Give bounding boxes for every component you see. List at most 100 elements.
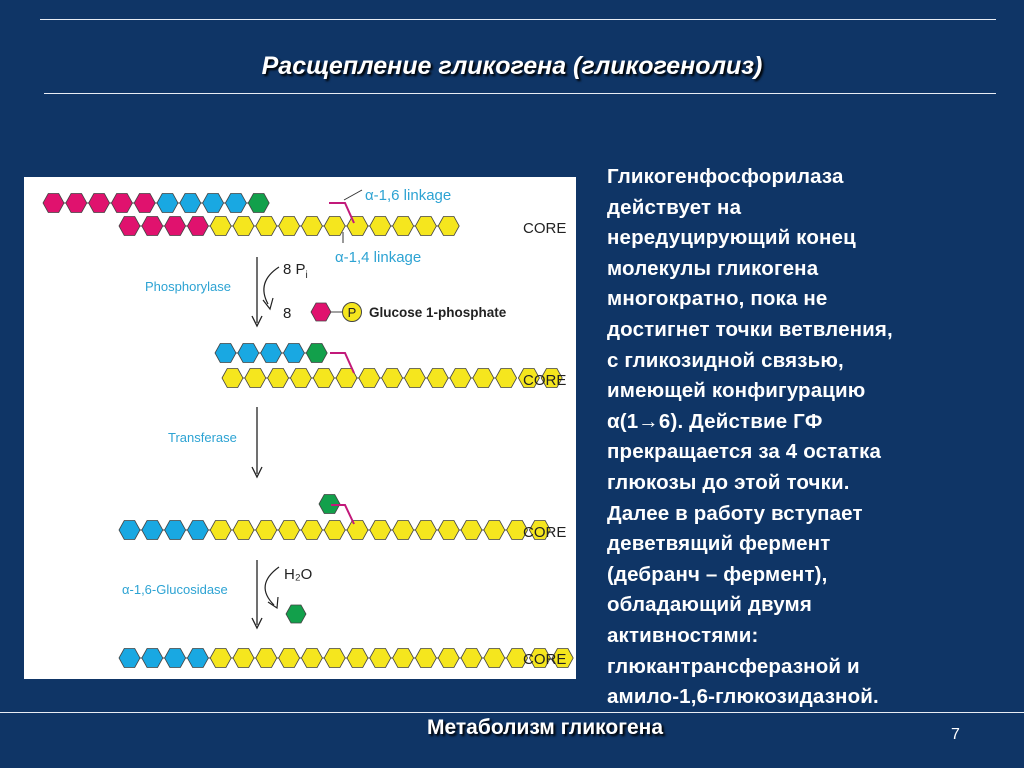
- glucose-unit: [156, 193, 179, 213]
- slide-title: Расщепление гликогена (гликогенолиз): [261, 52, 763, 80]
- glucosidase-side-curve: [264, 566, 280, 606]
- glucose-unit: [414, 648, 437, 668]
- glucose-unit: [42, 193, 65, 213]
- glucose-unit: [300, 648, 323, 668]
- glucose-unit: [551, 648, 574, 668]
- released-glucose-unit: [310, 302, 332, 322]
- glucose-unit: [186, 216, 209, 236]
- core-label: CORE: [523, 372, 566, 389]
- glucose-unit: [346, 216, 369, 236]
- glucose-unit: [110, 193, 133, 213]
- core-label: CORE: [523, 220, 566, 237]
- glucose-unit: [209, 216, 232, 236]
- glucose-unit: [232, 648, 255, 668]
- glucose-unit: [392, 216, 415, 236]
- glucose-unit: [237, 343, 260, 363]
- orthophosphate-count: 8 Pi: [283, 261, 308, 281]
- phosphorylase-arrowhead: [251, 315, 263, 328]
- glucose-unit: [392, 648, 415, 668]
- glucose-unit: [346, 648, 369, 668]
- glucose-unit: [255, 216, 278, 236]
- footer-title: Метаболизм гликогена: [427, 716, 663, 739]
- glucose-unit: [202, 193, 225, 213]
- phosphate-icon: [342, 302, 362, 322]
- product-count: 8: [283, 305, 291, 322]
- diagram-canvas: α-1,6 linkage α-1,4 linkage Phosphorylas…: [42, 187, 574, 668]
- glucose-unit: [414, 520, 437, 540]
- glucosidase-label: α-1,6-Glucosidase: [122, 582, 228, 597]
- glucose-unit: [224, 193, 247, 213]
- glucose-unit: [141, 520, 164, 540]
- glucose-unit: [289, 368, 312, 388]
- phosphate-symbol: P: [348, 305, 357, 320]
- glucose-unit: [495, 368, 518, 388]
- stage3-linkage-line: [331, 504, 355, 525]
- core-label: CORE: [523, 651, 566, 668]
- glucose-unit: [392, 520, 415, 540]
- glucose-unit: [278, 648, 301, 668]
- glucose-unit: [312, 368, 335, 388]
- glucose-unit: [323, 520, 346, 540]
- glucose-unit: [449, 368, 472, 388]
- glucose-unit: [209, 648, 232, 668]
- glucose-unit: [186, 520, 209, 540]
- glucose-unit: [278, 520, 301, 540]
- description-text: Гликогенфосфорилаза действует на нередуц…: [607, 165, 893, 709]
- glucose-1-phosphate-label: Glucose 1-phosphate: [369, 305, 507, 320]
- glucose-unit: [437, 216, 460, 236]
- glucose-unit: [232, 520, 255, 540]
- glycogenolysis-diagram: α-1,6 linkage α-1,4 linkage Phosphorylas…: [24, 177, 576, 679]
- glucose-unit: [88, 193, 111, 213]
- glucose-unit: [472, 368, 495, 388]
- released-glucose-free: [285, 604, 307, 624]
- glucose-unit: [323, 648, 346, 668]
- glucose-unit: [323, 216, 346, 236]
- glucose-unit: [232, 216, 255, 236]
- glucosidase-side-arrowhead: [267, 596, 279, 610]
- phosphorylase-side-arrowhead: [262, 297, 274, 311]
- glucose-unit: [414, 216, 437, 236]
- glucose-unit: [369, 520, 392, 540]
- glucose-unit: [437, 648, 460, 668]
- glucose-unit: [381, 368, 404, 388]
- glucose-unit: [335, 368, 358, 388]
- glucose-unit: [358, 368, 381, 388]
- glucose-unit: [506, 648, 529, 668]
- glucose-unit: [118, 520, 141, 540]
- footer-rule: [0, 712, 1024, 713]
- glucose-unit: [255, 520, 278, 540]
- glucose-unit: [517, 368, 540, 388]
- footer-band: [0, 712, 1024, 768]
- stage2-linkage-line: [330, 352, 355, 374]
- title-underline: [44, 93, 996, 94]
- transferase-arrowhead: [251, 466, 263, 479]
- glucose-unit: [141, 648, 164, 668]
- glucose-unit: [528, 648, 551, 668]
- transferase-label: Transferase: [168, 430, 237, 445]
- glucose-unit: [65, 193, 88, 213]
- glucose-unit: [460, 648, 483, 668]
- glucose-unit: [437, 520, 460, 540]
- glucose-unit: [260, 343, 283, 363]
- glucose-unit: [528, 520, 551, 540]
- glucose-unit: [164, 648, 187, 668]
- glucose-unit: [186, 648, 209, 668]
- glucose-unit: [278, 216, 301, 236]
- glucose-unit: [460, 520, 483, 540]
- glucose-unit: [133, 193, 156, 213]
- alpha16-linkage-label: α-1,6 linkage: [365, 187, 451, 204]
- glucose-unit: [282, 343, 305, 363]
- glucose-unit: [164, 216, 187, 236]
- phosphorylase-side-curve: [263, 266, 280, 305]
- glucose-unit: [255, 648, 278, 668]
- glucose-unit: [209, 520, 232, 540]
- glucose-unit: [305, 343, 328, 363]
- core-label: CORE: [523, 524, 566, 541]
- top-rule: [40, 19, 996, 20]
- glucose-unit: [483, 520, 506, 540]
- alpha14-linkage-label: α-1,4 linkage: [335, 249, 421, 266]
- glucose-unit: [403, 368, 426, 388]
- glucose-unit: [300, 520, 323, 540]
- glucose-unit: [141, 216, 164, 236]
- alpha16-pointer-line: [343, 189, 363, 201]
